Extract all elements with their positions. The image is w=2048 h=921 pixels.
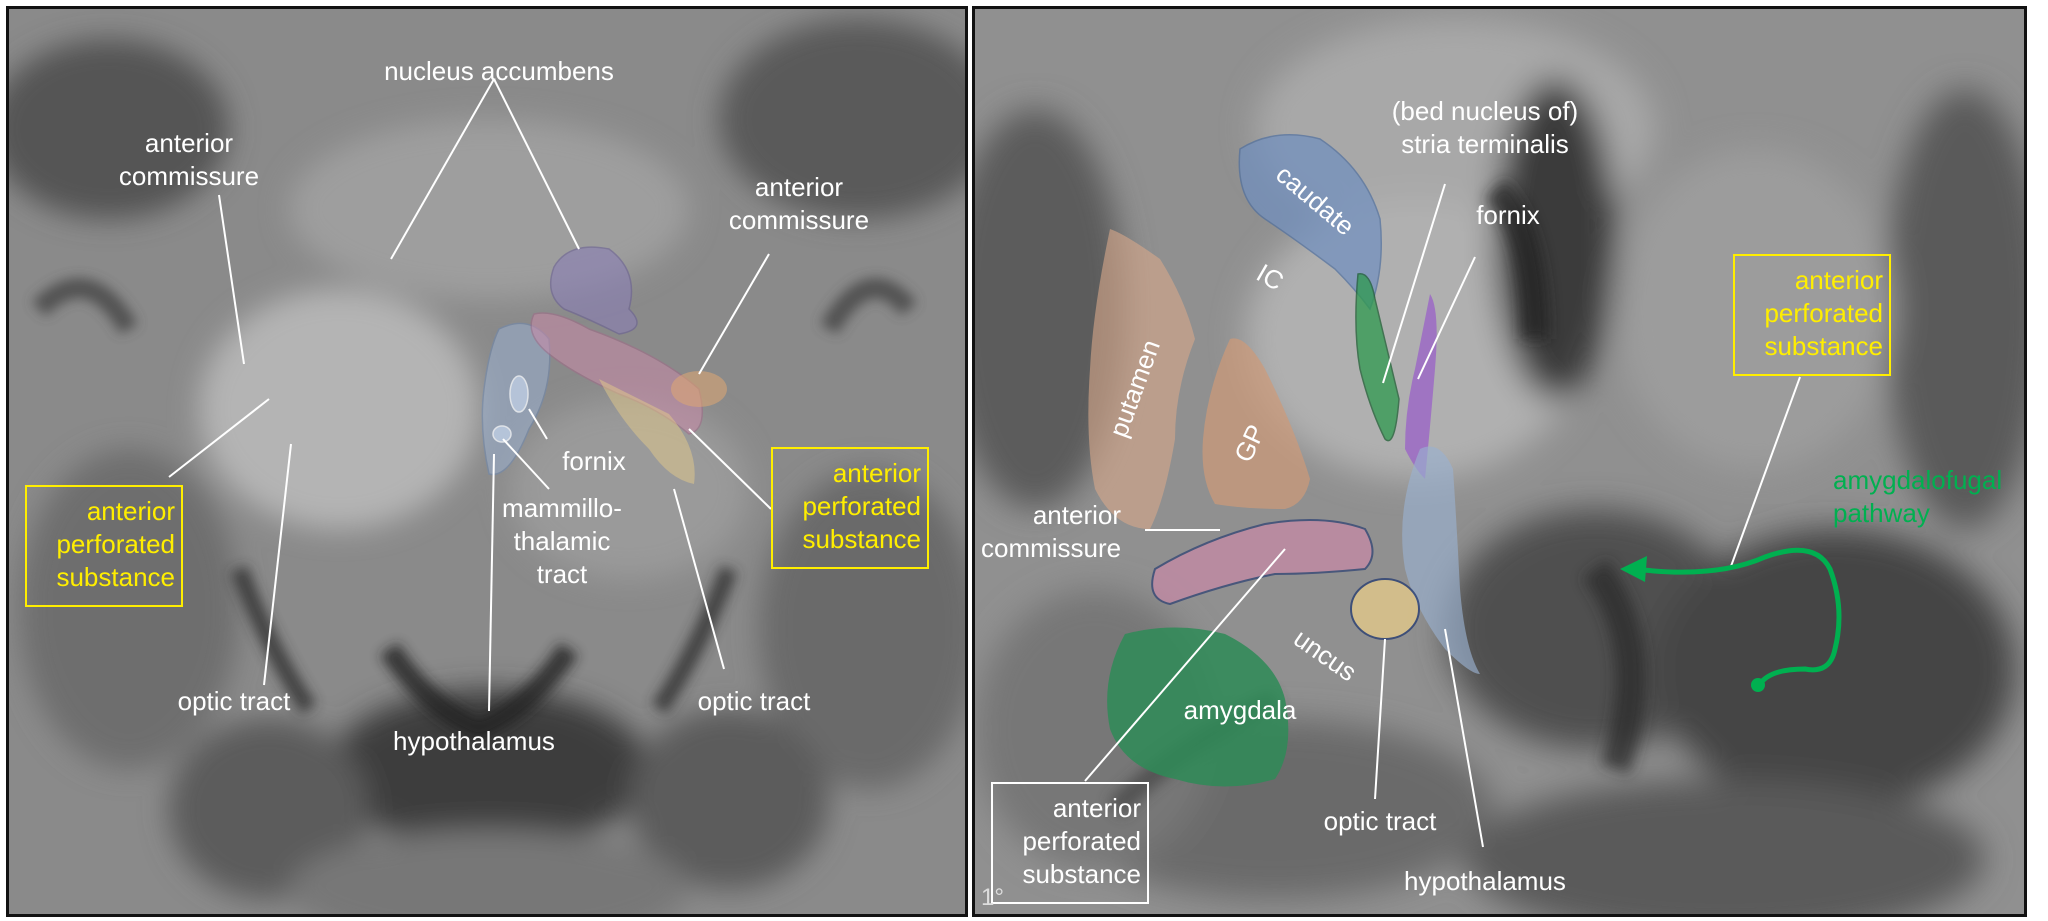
label-corner-mark: 1° — [981, 884, 1004, 911]
putamen-overlay — [1088, 229, 1195, 529]
optic-tract-overlay — [599, 379, 695, 484]
label-anterior-perforated-substance-yellow: anterior perforated substance — [1764, 265, 1883, 361]
label-box-perforated-right: anterior perforated substance — [771, 447, 929, 569]
label-amygdalofugal-pathway: amygdalofugal pathway — [1833, 465, 2003, 528]
amygdala-overlay — [1107, 627, 1289, 787]
fornix-ellipse — [509, 375, 529, 413]
left-mri-panel: nucleus accumbens anterior commissure an… — [6, 6, 968, 917]
left-mri-image — [9, 9, 965, 914]
anterior-commissure-overlay — [1151, 519, 1374, 606]
right-leader-lines — [1084, 183, 1801, 848]
gp-overlay — [1202, 338, 1310, 509]
label-box-perforated-left: anterior perforated substance — [25, 485, 183, 607]
anterior-commissure-lateral-overlay — [671, 371, 727, 407]
label-mammillothalamic-tract: mammillo- thalamic tract — [502, 493, 622, 589]
anterior-commissure-overlay — [530, 312, 704, 435]
label-anterior-commissure-left: anterior commissure — [118, 128, 260, 191]
label-bed-nucleus-stria-terminalis: (bed nucleus of) stria terminalis — [1391, 96, 1579, 159]
label-box-perforated-yellow: anterior perforated substance — [1733, 254, 1891, 376]
fornix-purple-overlay — [1405, 294, 1437, 479]
right-mri-panel: (bed nucleus of) stria terminalis caudat… — [972, 6, 2027, 917]
label-anterior-perforated-substance-white: anterior perforated substance — [1022, 793, 1141, 889]
label-optic-tract-left: optic tract — [177, 686, 291, 716]
left-leader-lines — [168, 78, 772, 712]
label-fornix: fornix — [1476, 200, 1540, 230]
label-optic-tract: optic tract — [1323, 806, 1437, 836]
label-anterior-commissure: anterior commissure — [981, 500, 1122, 563]
label-hypothalamus: hypothalamus — [1404, 866, 1566, 896]
label-nucleus-accumbens: nucleus accumbens — [384, 56, 614, 86]
label-anterior-perforated-substance-right: anterior perforated substance — [802, 458, 921, 554]
label-box-perforated-white: anterior perforated substance — [991, 782, 1149, 904]
nucleus-accumbens-overlay — [549, 246, 638, 335]
hypothalamus-fornix-overlay — [1402, 446, 1480, 674]
label-optic-tract-right: optic tract — [697, 686, 811, 716]
label-anterior-commissure-right: anterior commissure — [728, 172, 870, 235]
label-fornix: fornix — [562, 446, 626, 476]
mammillothalamic-ellipse — [492, 425, 512, 443]
amygdalofugal-pathway-arrow — [1620, 547, 1842, 692]
label-anterior-perforated-substance-left: anterior perforated substance — [56, 496, 175, 592]
optic-tract-overlay — [1350, 578, 1420, 640]
right-mri-image — [975, 9, 2024, 914]
stria-terminalis-overlay — [1355, 272, 1400, 442]
label-amygdala: amygdala — [1183, 695, 1297, 725]
label-hypothalamus: hypothalamus — [393, 726, 555, 756]
